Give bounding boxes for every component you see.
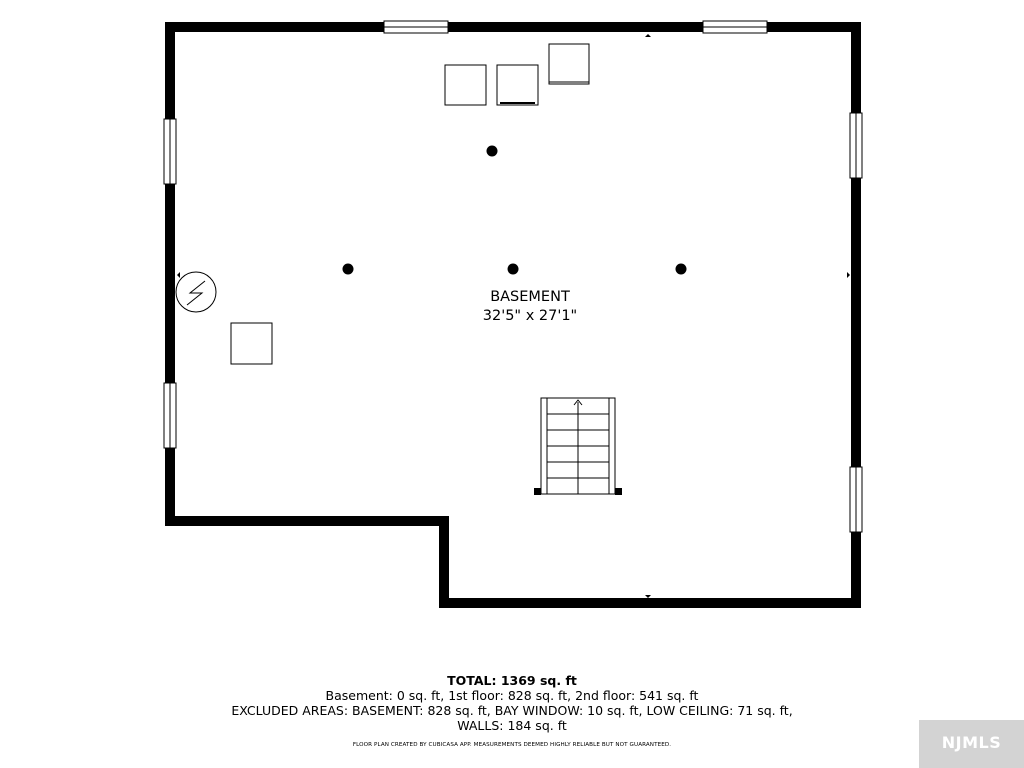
excluded-areas: EXCLUDED AREAS: BASEMENT: 828 sq. ft, BA…: [231, 703, 793, 718]
appliance-box-2: [496, 64, 539, 106]
wall-marker-bottom: [645, 595, 651, 598]
room-dimensions: 32'5" x 27'1": [483, 308, 577, 324]
floor-breakdown: Basement: 0 sq. ft, 1st floor: 828 sq. f…: [325, 688, 699, 703]
wall-marker-top: [645, 34, 651, 37]
water-heater-icon: [175, 271, 217, 313]
column-icon: [342, 263, 354, 275]
window-top-right: [702, 20, 768, 34]
appliance-box-left: [230, 322, 273, 365]
window-left-upper: [163, 118, 177, 185]
wall-marker-left: [177, 272, 180, 278]
walls-area: WALLS: 184 sq. ft: [457, 718, 567, 733]
column-icon: [507, 263, 519, 275]
wall-marker-right: [847, 272, 850, 278]
window-right-upper: [849, 112, 863, 179]
exterior-walls: [165, 22, 861, 608]
room-name: BASEMENT: [490, 289, 570, 305]
total-area: TOTAL: 1369 sq. ft: [447, 673, 577, 688]
disclaimer: FLOOR PLAN CREATED BY CUBICASA APP. MEAS…: [352, 742, 672, 748]
stairs-up-arrow-icon: [573, 399, 583, 406]
column-icon: [486, 145, 498, 157]
appliance-box-3: [548, 43, 590, 85]
stairs: [534, 397, 622, 495]
window-right-lower: [849, 466, 863, 533]
column-icon: [675, 263, 687, 275]
watermark-logo: NJMLS: [919, 720, 1024, 768]
window-top-left: [383, 20, 449, 34]
window-left-lower: [163, 382, 177, 449]
appliance-box-1: [444, 64, 487, 106]
area-summary: TOTAL: 1369 sq. ft Basement: 0 sq. ft, 1…: [0, 673, 1024, 733]
watermark-text: NJMLS: [941, 733, 1002, 752]
